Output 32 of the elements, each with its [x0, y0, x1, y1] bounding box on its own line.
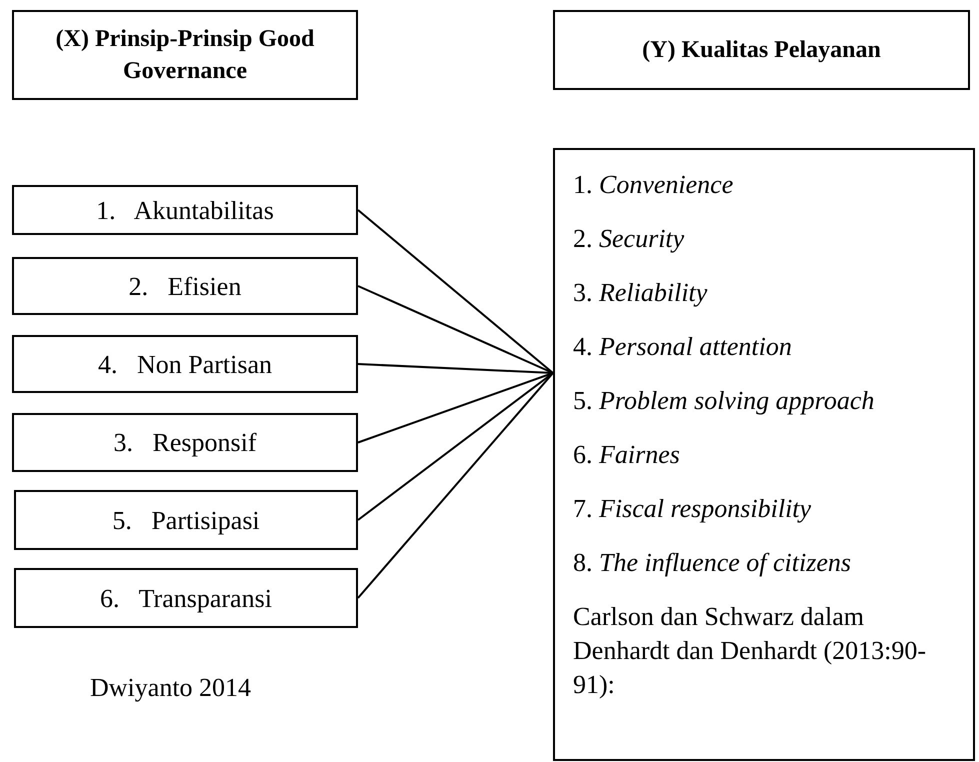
list-box: [553, 148, 975, 761]
item-text: 3. Responsif: [114, 427, 256, 459]
citation-text: Carlson dan Schwarz dalam Denhardt dan Denhardt (2013:90-91):: [573, 601, 928, 701]
connector-line: [357, 209, 554, 374]
item-text: 1. Akuntabilitas: [96, 194, 274, 226]
list-item: 3. Reliability: [573, 277, 708, 309]
item-box: [12, 335, 358, 393]
heading-text: (X) Prinsip-Prinsip Good Governance: [54, 25, 316, 86]
list-item: 1. Convenience: [573, 169, 734, 201]
item-text: 2. Efisien: [128, 270, 242, 302]
item-box: [14, 568, 358, 628]
list-item: 6. Fairnes: [573, 439, 680, 471]
list-item: 7. Fiscal responsibility: [573, 493, 812, 525]
connector-line: [358, 372, 554, 444]
title-box: [12, 10, 358, 100]
item-text: 4. Non Partisan: [98, 348, 272, 380]
list-item: 5. Problem solving approach: [573, 385, 874, 417]
item-text: 5. Partisipasi: [112, 504, 260, 536]
heading-text: (Y) Kualitas Pelayanan: [641, 36, 882, 65]
item-box: [12, 413, 358, 472]
list-item: 2. Security: [573, 223, 684, 255]
list-item: 4. Personal attention: [573, 331, 792, 363]
item-text: 6. Transparansi: [100, 582, 272, 614]
connector-line: [358, 363, 554, 374]
list-item: 8. The influence of citizens: [573, 547, 852, 579]
source-note: Dwiyanto 2014: [90, 672, 252, 704]
connector-line: [358, 285, 554, 374]
item-box: [12, 257, 358, 315]
title-box: [553, 10, 970, 90]
connector-line: [357, 372, 554, 599]
item-box: [12, 185, 358, 235]
item-box: [14, 490, 358, 550]
